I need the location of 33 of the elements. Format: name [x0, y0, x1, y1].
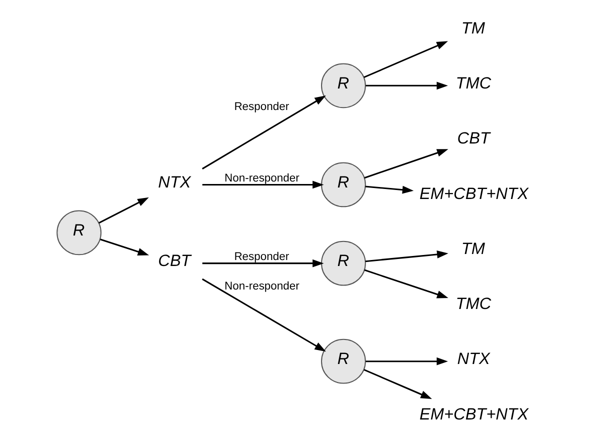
- arrow: [364, 149, 448, 179]
- edge-label: Non-responder: [224, 172, 300, 184]
- node-circle: R: [321, 63, 366, 108]
- arrow: [365, 250, 448, 262]
- arrow: [202, 278, 326, 352]
- arrow: [364, 269, 448, 298]
- arrow: [366, 82, 448, 90]
- arrow: [202, 259, 324, 268]
- arrow: [202, 180, 324, 189]
- edge-label: Non-responder: [224, 280, 300, 293]
- node-circle: R: [321, 338, 366, 384]
- edge-label: Responder: [234, 251, 290, 264]
- arrow: [365, 186, 414, 194]
- arrow: [100, 238, 150, 256]
- node-text: NTX: [457, 350, 490, 368]
- node-text: EM+CBT+NTX: [420, 184, 528, 203]
- node-circle: R: [321, 240, 366, 286]
- node-text: TM: [461, 19, 485, 38]
- node-text: TM: [461, 240, 485, 258]
- arrow: [364, 369, 432, 399]
- arrow: [98, 197, 149, 224]
- arrow: [364, 41, 448, 78]
- node-text: NTX: [158, 174, 191, 192]
- node-circle: R: [56, 210, 102, 256]
- node-text: TMC: [456, 74, 492, 93]
- node-text: CBT: [457, 130, 490, 148]
- edge-label: Responder: [234, 100, 290, 113]
- node-text: CBT: [158, 252, 191, 270]
- arrow: [366, 357, 448, 366]
- arrow: [202, 95, 326, 170]
- node-text: EM+CBT+NTX: [420, 405, 528, 424]
- node-text: TMC: [456, 295, 492, 314]
- node-circle: R: [321, 162, 366, 208]
